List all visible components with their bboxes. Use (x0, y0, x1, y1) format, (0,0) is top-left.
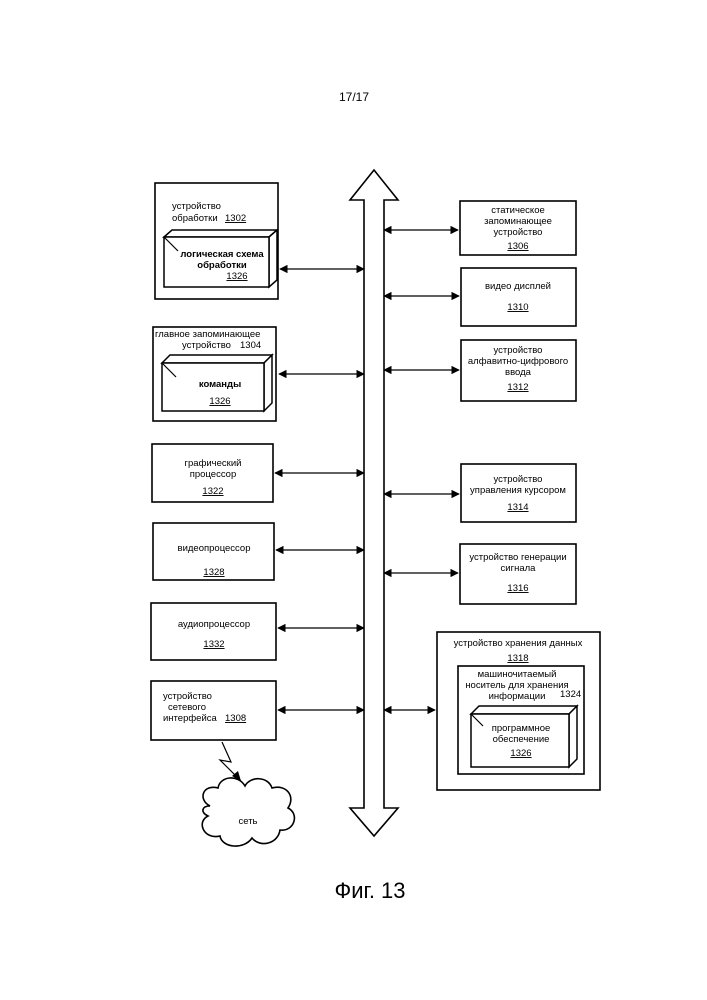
graphics-processor-block: графический процессор 1322 (152, 444, 273, 502)
video-processor-block: видеопроцессор 1328 (153, 523, 274, 580)
processing-logic-number: 1326 (226, 271, 247, 282)
cursor-control-number: 1314 (507, 502, 528, 513)
static-memory-label-1: статическое (491, 205, 545, 216)
network-label: сеть (238, 816, 257, 827)
data-storage-number: 1318 (507, 653, 528, 664)
audio-processor-block: аудиопроцессор 1332 (151, 603, 276, 660)
storage-medium-number: 1324 (560, 689, 581, 700)
network-cloud: сеть (202, 778, 294, 846)
network-interface-block: устройство сетевого интерфейса 1308 (151, 681, 276, 740)
main-memory-number: 1304 (240, 340, 261, 351)
network-link-bolt (220, 742, 241, 781)
alnum-input-label-2: алфавитно-цифрового (468, 356, 568, 367)
software-label-2: обеспечение (493, 734, 550, 745)
alnum-input-label-3: ввода (505, 367, 532, 378)
main-memory-block: главное запоминающее устройство 1304 ком… (153, 327, 276, 421)
processing-device-label-2: обработки (172, 213, 218, 224)
network-interface-number: 1308 (225, 713, 246, 724)
processing-device-number: 1302 (225, 213, 246, 224)
commands-number: 1326 (209, 396, 230, 407)
graphics-processor-label-2: процессор (190, 469, 237, 480)
static-memory-block: статическое запоминающее устройство 1306 (460, 201, 576, 255)
signal-generator-number: 1316 (507, 583, 528, 594)
cursor-control-label-1: устройство (494, 474, 543, 485)
processing-device-block: устройство обработки 1302 логическая схе… (155, 183, 278, 299)
signal-generator-label-2: сигнала (501, 563, 537, 574)
graphics-processor-number: 1322 (202, 486, 223, 497)
static-memory-number: 1306 (507, 241, 528, 252)
video-display-block: видео дисплей 1310 (461, 268, 576, 326)
processing-logic-cube: логическая схема обработки 1326 (164, 230, 277, 287)
system-bus (350, 170, 398, 836)
network-interface-label-2: сетевого (168, 702, 206, 713)
data-storage-label: устройство хранения данных (454, 638, 583, 649)
storage-medium-label-1: машиночитаемый (478, 669, 557, 680)
figure-caption: Фиг. 13 (334, 878, 405, 903)
audio-processor-number: 1332 (203, 639, 224, 650)
cursor-control-block: устройство управления курсором 1314 (461, 464, 576, 522)
processing-logic-label-2: обработки (197, 260, 247, 271)
video-processor-number: 1328 (203, 567, 224, 578)
signal-generator-label-1: устройство генерации (469, 552, 566, 563)
static-memory-label-3: устройство (494, 227, 543, 238)
cursor-control-label-2: управления курсором (470, 485, 566, 496)
software-label-1: программное (492, 723, 551, 734)
static-memory-label-2: запоминающее (484, 216, 552, 227)
page-number: 17/17 (339, 90, 369, 104)
main-memory-label-2: устройство (182, 340, 231, 351)
processing-logic-label-1: логическая схема (180, 249, 264, 260)
software-cube: программное обеспечение 1326 (471, 706, 577, 767)
network-interface-label-1: устройство (163, 691, 212, 702)
audio-processor-label: аудиопроцессор (178, 619, 250, 630)
video-display-label: видео дисплей (485, 281, 551, 292)
video-display-number: 1310 (507, 302, 528, 313)
alnum-input-block: устройство алфавитно-цифрового ввода 131… (461, 340, 576, 401)
network-interface-label-3: интерфейса (163, 713, 218, 724)
storage-medium-label-3: информации (489, 691, 546, 702)
storage-medium-label-2: носитель для хранения (465, 680, 568, 691)
processing-device-label-1: устройство (172, 201, 221, 212)
software-number: 1326 (510, 748, 531, 759)
commands-label: команды (199, 379, 241, 390)
storage-medium-block: машиночитаемый носитель для хранения инф… (458, 666, 584, 774)
signal-generator-block: устройство генерации сигнала 1316 (460, 544, 576, 604)
main-memory-label-1: главное запоминающее (155, 329, 260, 340)
commands-cube: команды 1326 (162, 355, 272, 411)
graphics-processor-label-1: графический (185, 458, 242, 469)
alnum-input-label-1: устройство (494, 345, 543, 356)
alnum-input-number: 1312 (507, 382, 528, 393)
data-storage-block: устройство хранения данных 1318 машиночи… (437, 632, 600, 790)
video-processor-label: видеопроцессор (178, 543, 251, 554)
